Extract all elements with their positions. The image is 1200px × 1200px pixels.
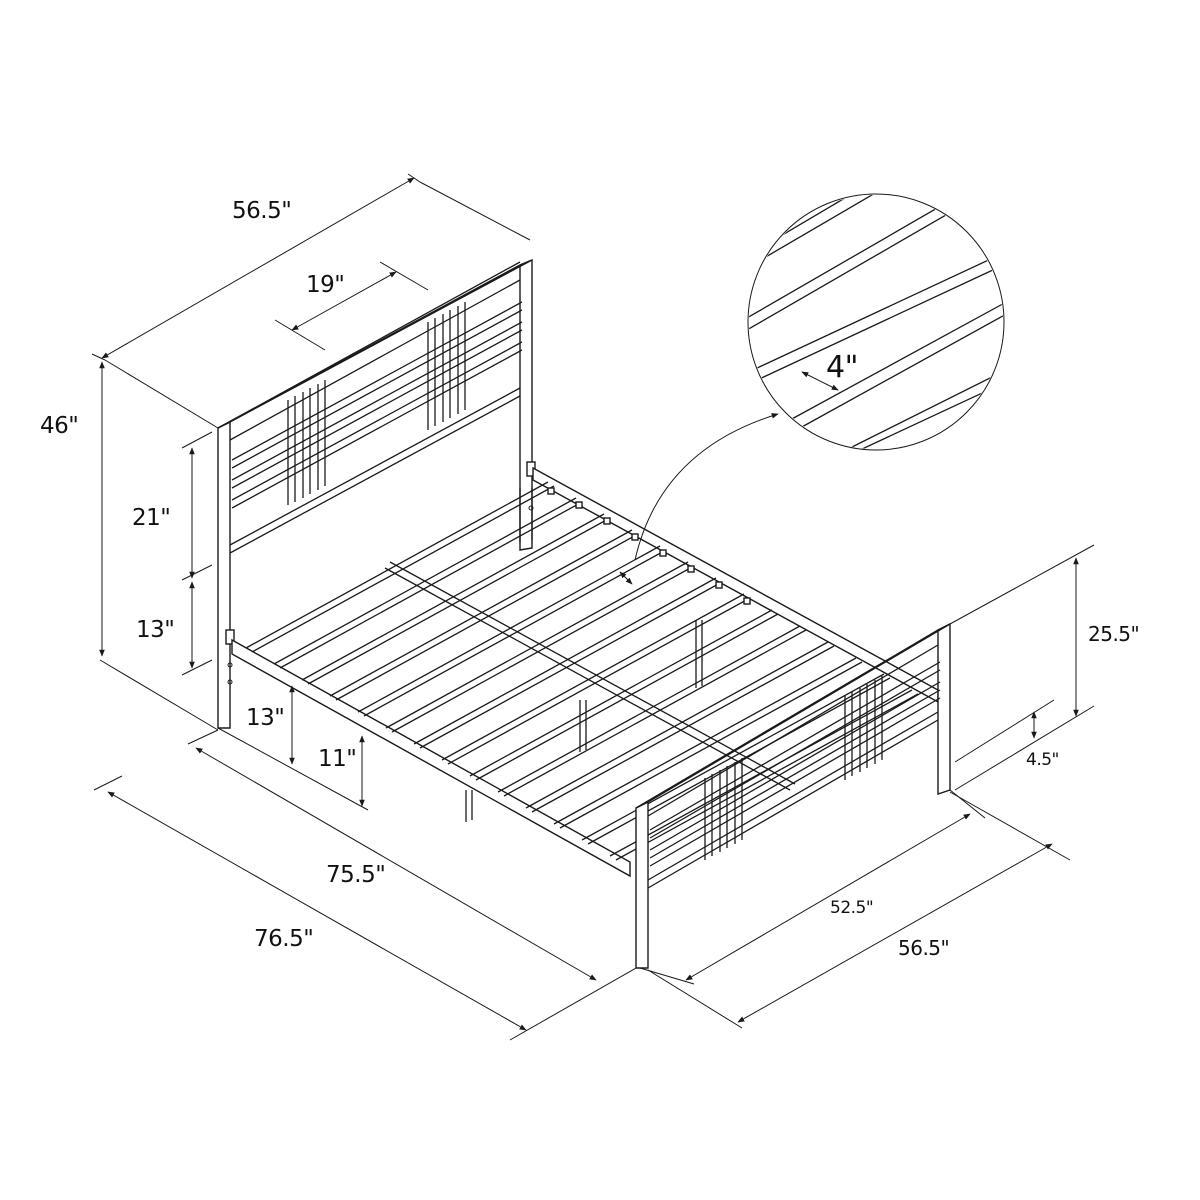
headboard-panel-height-label: 21" (132, 505, 171, 531)
headboard-height-label: 46" (40, 413, 79, 439)
dimension-lines (91, 173, 1095, 1041)
overall-width-label: 56.5" (898, 936, 950, 960)
footboard (635, 622, 951, 969)
slat-tabs (547, 487, 751, 605)
slat-spacing-label: 4" (826, 350, 858, 385)
headboard-width-label: 56.5" (232, 198, 292, 224)
overall-length-label: 76.5" (254, 926, 314, 952)
inner-width-label: 52.5" (830, 898, 874, 918)
headboard-panel-width-label: 19" (306, 272, 345, 298)
slats (245, 481, 919, 861)
under-bed-clearance-label: 11" (318, 746, 357, 772)
side-rail-height-label: 13" (246, 705, 285, 731)
slat-detail-callout (619, 193, 1005, 585)
headboard-leg-clearance-label: 13" (136, 617, 175, 643)
headboard (217, 258, 536, 729)
inner-length-label: 75.5" (326, 862, 386, 888)
side-rails-and-slats (231, 466, 939, 878)
footboard-height-label: 25.5" (1088, 622, 1140, 646)
footboard-leg-clearance-label: 4.5" (1026, 750, 1059, 770)
